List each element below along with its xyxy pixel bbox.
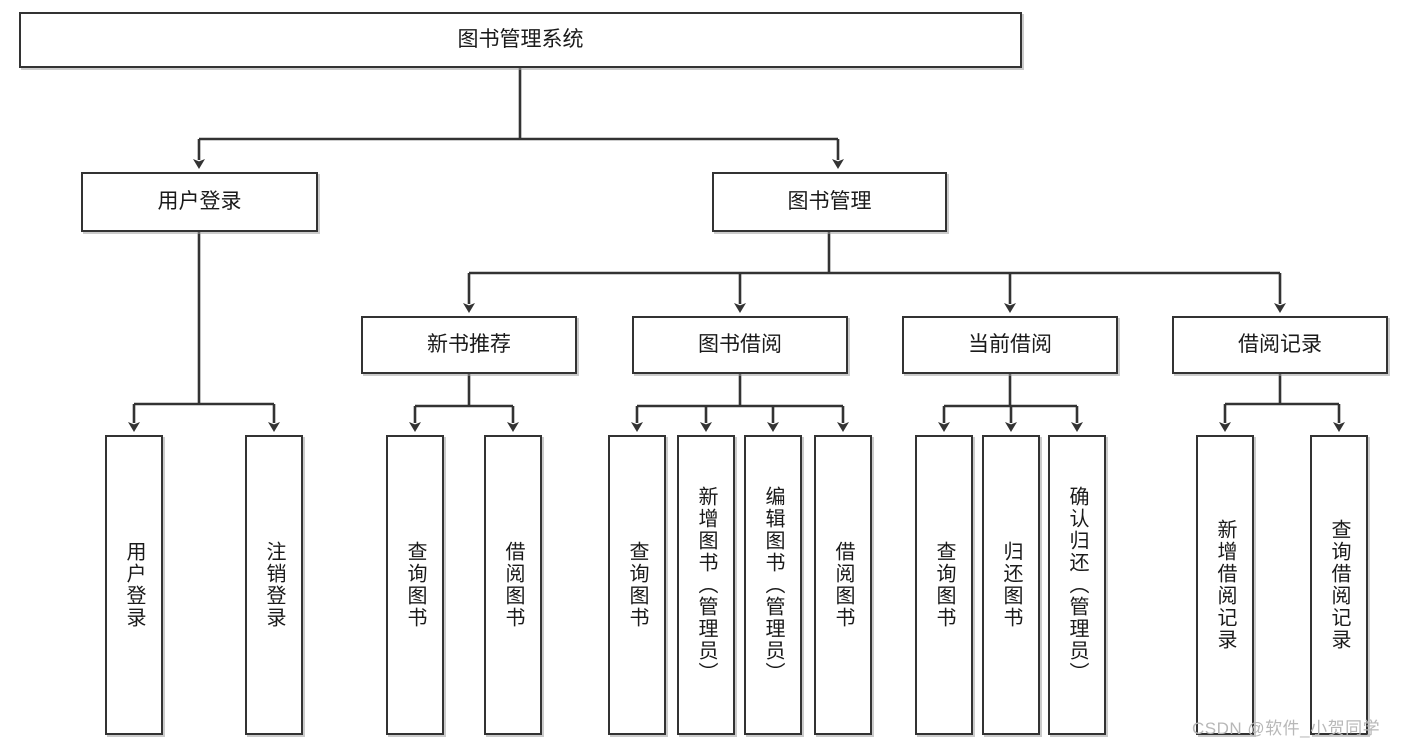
leaf-user-login-label: 用户登录 bbox=[123, 541, 145, 629]
leaf-return-books[interactable]: 归还图书 bbox=[982, 435, 1040, 735]
leaf-query-books-current[interactable]: 查询图书 bbox=[915, 435, 973, 735]
node-current-borrowing[interactable]: 当前借阅 bbox=[902, 316, 1118, 374]
leaf-add-borrowing-record[interactable]: 新增借阅记录 bbox=[1196, 435, 1254, 735]
leaf-logout[interactable]: 注销登录 bbox=[245, 435, 303, 735]
edge-records-to-leaves bbox=[1219, 374, 1345, 432]
leaf-query-books-borrowing-label: 查询图书 bbox=[626, 541, 648, 629]
node-book-borrowing-label: 图书借阅 bbox=[698, 332, 782, 356]
leaf-query-books-recommend-label: 查询图书 bbox=[404, 541, 426, 629]
node-user-login[interactable]: 用户登录 bbox=[81, 172, 318, 232]
edge-current-borrow-to-leaves bbox=[938, 374, 1083, 432]
leaf-edit-book-admin-label: 编辑图书（管理员） bbox=[762, 486, 784, 684]
node-new-book-recommendation-label: 新书推荐 bbox=[427, 332, 511, 356]
node-root[interactable]: 图书管理系统 bbox=[19, 12, 1022, 68]
leaf-query-books-borrowing[interactable]: 查询图书 bbox=[608, 435, 666, 735]
leaf-edit-book-admin[interactable]: 编辑图书（管理员） bbox=[744, 435, 802, 735]
leaf-query-borrowing-record[interactable]: 查询借阅记录 bbox=[1310, 435, 1368, 735]
node-book-borrowing[interactable]: 图书借阅 bbox=[632, 316, 848, 374]
leaf-add-book-admin-label: 新增图书（管理员） bbox=[695, 486, 717, 684]
csdn-watermark: CSDN @软件_小贺同学 bbox=[1192, 719, 1381, 738]
leaf-confirm-return-admin-label: 确认归还（管理员） bbox=[1066, 486, 1088, 684]
leaf-borrow-books-recommend-label: 借阅图书 bbox=[502, 541, 524, 629]
leaf-query-borrowing-record-label: 查询借阅记录 bbox=[1328, 519, 1350, 651]
edge-root-to-level2 bbox=[193, 68, 844, 169]
leaf-return-books-label: 归还图书 bbox=[1000, 541, 1022, 629]
leaf-add-book-admin[interactable]: 新增图书（管理员） bbox=[677, 435, 735, 735]
leaf-add-borrowing-record-label: 新增借阅记录 bbox=[1214, 519, 1236, 651]
leaf-borrow-books-recommend[interactable]: 借阅图书 bbox=[484, 435, 542, 735]
edge-user-login-to-leaves bbox=[128, 232, 280, 432]
leaf-borrow-books[interactable]: 借阅图书 bbox=[814, 435, 872, 735]
leaf-query-books-current-label: 查询图书 bbox=[933, 541, 955, 629]
edge-book-mgmt-to-level3 bbox=[463, 232, 1286, 313]
leaf-confirm-return-admin[interactable]: 确认归还（管理员） bbox=[1048, 435, 1106, 735]
node-book-management[interactable]: 图书管理 bbox=[712, 172, 947, 232]
node-user-login-label: 用户登录 bbox=[157, 189, 242, 213]
node-current-borrowing-label: 当前借阅 bbox=[968, 332, 1052, 356]
node-book-management-label: 图书管理 bbox=[787, 189, 872, 213]
edge-new-book-to-leaves bbox=[409, 374, 519, 432]
node-borrowing-records-label: 借阅记录 bbox=[1238, 332, 1322, 356]
node-root-label: 图书管理系统 bbox=[457, 27, 584, 51]
node-new-book-recommendation[interactable]: 新书推荐 bbox=[361, 316, 577, 374]
node-borrowing-records[interactable]: 借阅记录 bbox=[1172, 316, 1388, 374]
leaf-query-books-recommend[interactable]: 查询图书 bbox=[386, 435, 444, 735]
edge-borrow-to-leaves bbox=[631, 374, 849, 432]
leaf-borrow-books-label: 借阅图书 bbox=[832, 541, 854, 629]
leaf-logout-label: 注销登录 bbox=[263, 541, 285, 629]
leaf-user-login[interactable]: 用户登录 bbox=[105, 435, 163, 735]
